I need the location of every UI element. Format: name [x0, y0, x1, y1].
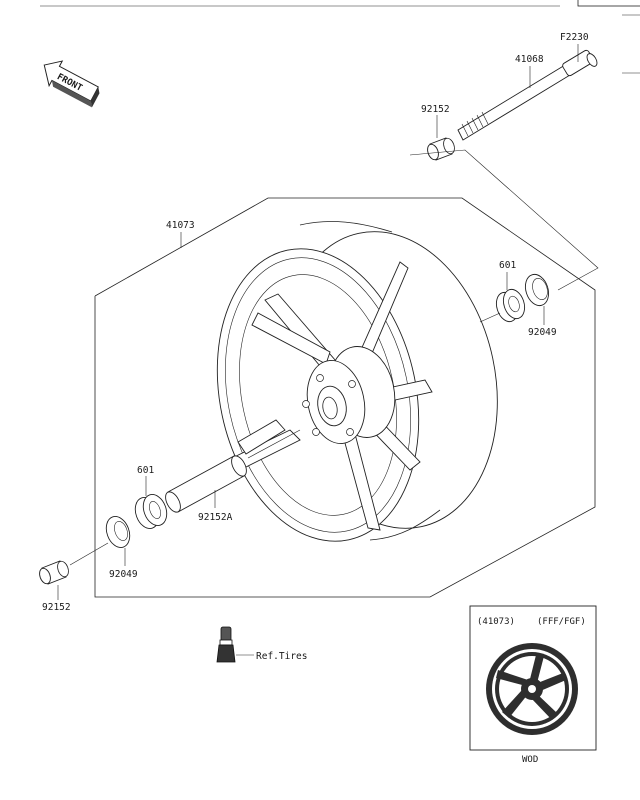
label-92049-right: 92049	[528, 327, 557, 338]
collar-inner-92152A	[165, 455, 247, 513]
label-ref-tires: Ref.Tires	[256, 651, 307, 662]
collar-bottom-92152	[39, 560, 69, 585]
wheel-assembly-outline	[94, 197, 596, 598]
axle-41068	[457, 49, 598, 141]
label-92152-top: 92152	[421, 104, 450, 115]
label-41068: 41068	[515, 54, 544, 65]
label-92049-left: 92049	[109, 569, 138, 580]
valve-stem-icon	[216, 626, 236, 663]
top-corner-box	[577, 0, 640, 7]
inset-code: WOD	[522, 755, 538, 765]
label-92152-bottom: 92152	[42, 602, 71, 613]
seal-left-92049	[105, 516, 131, 548]
bearing-right-601	[495, 288, 526, 323]
label-92152A: 92152A	[198, 512, 233, 523]
collar-top-92152	[427, 137, 455, 161]
inset-variant: (FFF/FGF)	[537, 617, 586, 627]
label-41073: 41073	[166, 220, 195, 231]
label-601-right: 601	[499, 260, 516, 271]
seal-right-92049	[524, 273, 550, 307]
front-wheel-41073	[216, 221, 498, 542]
inset-part-number: (41073)	[477, 617, 515, 627]
bearing-left-601	[134, 494, 168, 529]
front-arrow-icon: FRONT	[43, 60, 100, 108]
label-601-left: 601	[137, 465, 154, 476]
axle-leader-line	[409, 149, 599, 291]
variant-inset: (41073) (FFF/FGF) WOD	[469, 605, 597, 765]
label-f2230: F2230	[560, 32, 589, 43]
inset-wheel-icon	[486, 643, 578, 735]
